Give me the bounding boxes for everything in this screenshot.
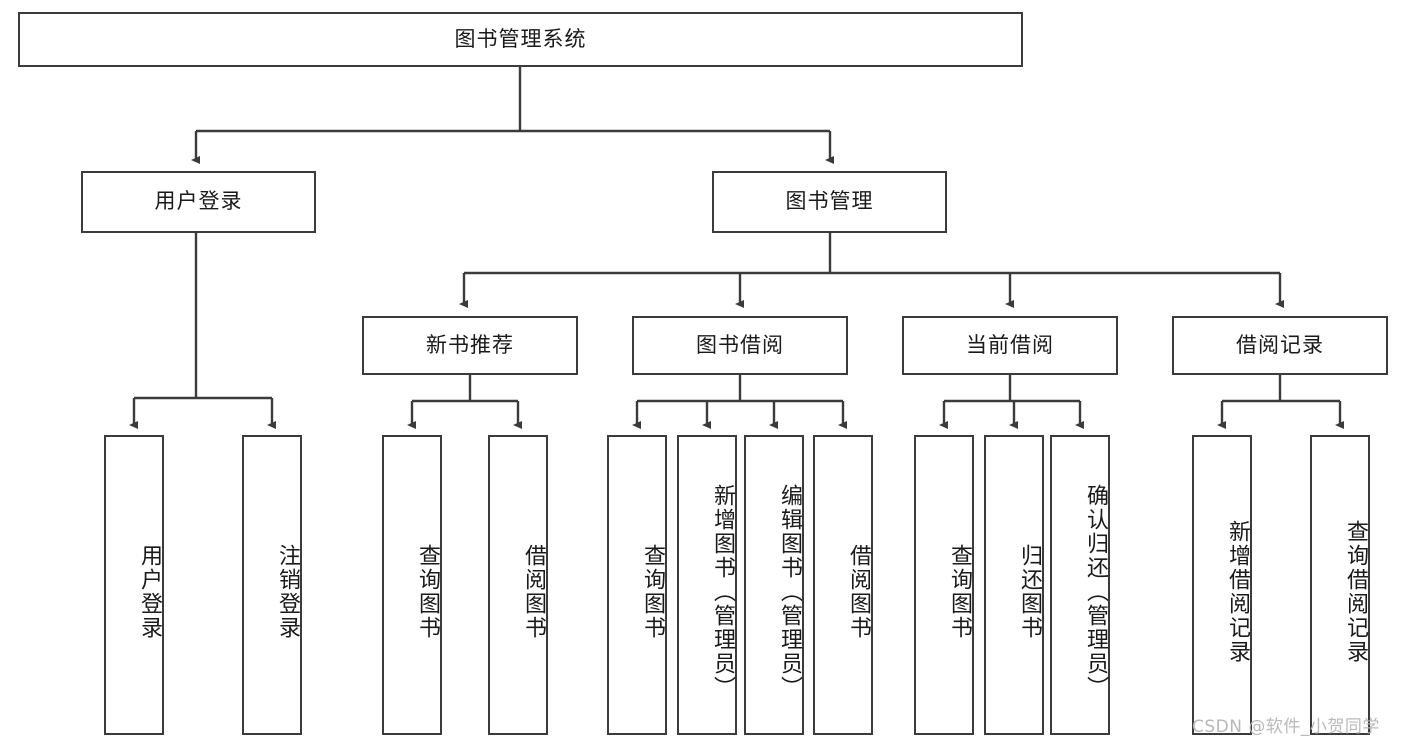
leaf-user-logout[interactable]: 注销登录 xyxy=(242,435,302,735)
leaf-add-book-admin[interactable]: 新增图书（管理员） xyxy=(677,435,737,735)
node-label: 确认归还（管理员） xyxy=(1083,484,1108,700)
node-current-borrow[interactable]: 当前借阅 xyxy=(902,316,1118,375)
leaf-edit-book-admin[interactable]: 编辑图书（管理员） xyxy=(744,435,804,735)
leaf-query-borrow-record[interactable]: 查询借阅记录 xyxy=(1310,435,1370,735)
node-label: 借阅图书 xyxy=(846,544,871,640)
leaf-query-book-recommend[interactable]: 查询图书 xyxy=(382,435,442,735)
leaf-borrow-book[interactable]: 借阅图书 xyxy=(813,435,873,735)
node-label: 借阅图书 xyxy=(521,544,546,640)
node-label: 查询图书 xyxy=(947,544,972,640)
node-label: 注销登录 xyxy=(275,544,300,640)
node-label: 新书推荐 xyxy=(426,332,514,357)
leaf-return-book[interactable]: 归还图书 xyxy=(984,435,1044,735)
node-label: 编辑图书（管理员） xyxy=(777,484,802,700)
leaf-query-book-borrow[interactable]: 查询图书 xyxy=(607,435,667,735)
leaf-add-borrow-record[interactable]: 新增借阅记录 xyxy=(1192,435,1252,735)
node-label: 归还图书 xyxy=(1017,544,1042,640)
node-borrow-records[interactable]: 借阅记录 xyxy=(1172,316,1388,375)
node-label: 查询图书 xyxy=(415,544,440,640)
node-label: 用户登录 xyxy=(137,544,162,640)
node-book-borrow[interactable]: 图书借阅 xyxy=(632,316,848,375)
leaf-query-book-current[interactable]: 查询图书 xyxy=(914,435,974,735)
node-label: 查询图书 xyxy=(640,544,665,640)
node-label: 新增图书（管理员） xyxy=(710,484,735,700)
csdn-watermark: CSDN @软件_小贺同学 xyxy=(1192,717,1380,737)
leaf-borrow-book-recommend[interactable]: 借阅图书 xyxy=(488,435,548,735)
leaf-user-login[interactable]: 用户登录 xyxy=(104,435,164,735)
node-root-system[interactable]: 图书管理系统 xyxy=(18,12,1023,67)
node-label: 当前借阅 xyxy=(966,332,1054,357)
leaf-confirm-return-admin[interactable]: 确认归还（管理员） xyxy=(1050,435,1110,735)
node-label: 查询借阅记录 xyxy=(1343,520,1368,664)
node-label: 新增借阅记录 xyxy=(1225,520,1250,664)
node-label: 借阅记录 xyxy=(1236,332,1324,357)
node-label: 用户登录 xyxy=(154,189,243,214)
node-label: 图书管理系统 xyxy=(454,26,587,51)
node-user-login[interactable]: 用户登录 xyxy=(81,171,316,233)
node-label: 图书借阅 xyxy=(696,332,784,357)
node-label: 图书管理 xyxy=(785,189,874,214)
node-book-management[interactable]: 图书管理 xyxy=(712,171,947,233)
node-new-book-recommend[interactable]: 新书推荐 xyxy=(362,316,578,375)
